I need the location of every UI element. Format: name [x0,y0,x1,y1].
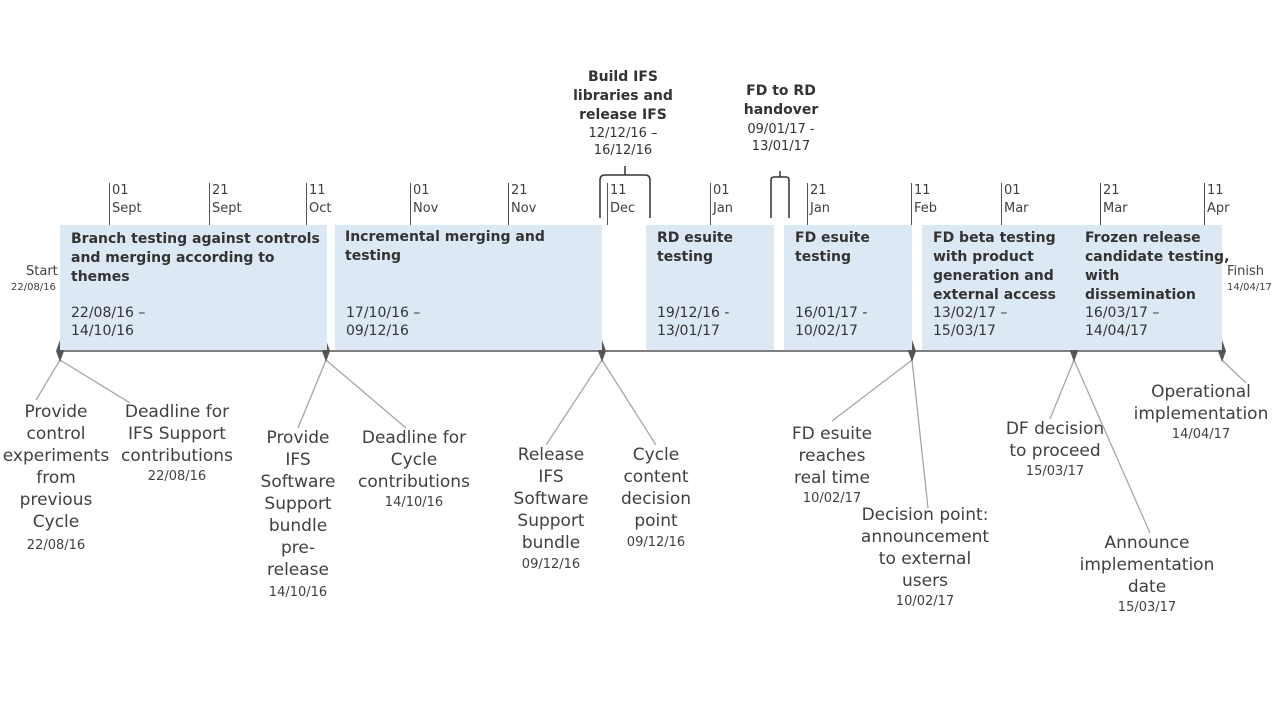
phase-title: FD beta testing with product generation … [933,230,1056,303]
bracket-build-ifs [599,166,651,218]
finish-label: Finish [1227,264,1265,279]
tick-month: Mar [1004,201,1029,216]
phase-dates: 16/03/17 – 14/04/17 [1085,305,1160,339]
milestone-date: 14/10/16 [268,585,328,600]
phase-dates: 13/02/17 – 15/03/17 [933,305,1008,339]
tick-month: Nov [413,201,439,216]
top-event-title: FD to RD handover [743,83,819,118]
milestone-name: Deadline for IFS Support contributions [121,402,233,466]
milestone-date: 22/08/16 [147,469,207,484]
phase-dates: 22/08/16 – 14/10/16 [71,305,146,339]
milestone-name: Operational implementation [1133,382,1269,424]
tick-day: 11 [914,183,931,198]
tick-month: Dec [610,201,636,216]
phase-title: RD esuite testing [657,230,734,265]
milestone-date: 09/12/16 [626,535,686,550]
phase-dates: 17/10/16 – 09/12/16 [346,305,421,339]
tick-month: Sept [212,201,242,216]
tick-day: 11 [309,183,326,198]
tick-mark [306,183,307,225]
milestone-name: DF decision to proceed [1005,419,1105,461]
milestone-date: 10/02/17 [895,594,955,609]
start-date: 22/08/16 [11,282,56,293]
milestone-name: Announce implementation date [1079,533,1215,597]
tick-day: 21 [810,183,827,198]
milestone-name: Decision point: announcement to external… [860,505,990,591]
tick-month: Oct [309,201,332,216]
phase-title: Incremental merging and testing [345,229,545,264]
phase-bar-branch-testing [60,225,327,350]
milestone-name: Deadline for Cycle contributions [358,428,470,492]
milestone-date: 09/12/16 [521,557,581,572]
tick-day: 11 [610,183,627,198]
phase-bar-incremental-merging [335,225,602,350]
tick-mark [209,183,210,225]
tick-mark [911,183,912,225]
milestone-name: FD esuite reaches real time [791,424,873,488]
tick-month: Jan [713,201,734,216]
start-label: Start [26,264,58,279]
phase-bar-frozen-release [1074,225,1222,350]
tick-day: 21 [1103,183,1120,198]
tick-mark [508,183,509,225]
tick-day: 01 [112,183,129,198]
tick-day: 21 [212,183,229,198]
phase-title: FD esuite testing [795,230,870,265]
tick-mark [1204,183,1205,225]
phase-bar-rd-esuite [646,225,774,350]
tick-month: Sept [112,201,142,216]
tick-day: 01 [713,183,730,198]
top-event-dates: 09/01/17 - 13/01/17 [747,122,815,154]
milestone-date: 15/03/17 [1025,464,1085,479]
milestone-date: 10/02/17 [802,491,862,506]
phase-title: Frozen release candidate testing, with d… [1085,230,1230,303]
phase-bar-fd-esuite [784,225,912,350]
milestone-name: Provide control experiments from previou… [2,402,110,532]
tick-month: Nov [511,201,537,216]
tick-mark [607,183,608,225]
tick-mark [807,183,808,225]
milestone-name: Release IFS Software Support bundle [513,445,589,553]
tick-month: Mar [1103,201,1128,216]
milestone-name: Cycle content decision point [620,445,692,531]
milestone-date: 22/08/16 [26,538,86,553]
milestone-date: 14/10/16 [384,495,444,510]
milestone-date: 14/04/17 [1171,427,1231,442]
tick-mark [1100,183,1101,225]
phase-dates: 19/12/16 - 13/01/17 [657,305,730,339]
tick-mark [1001,183,1002,225]
leader-lines [35,359,1247,534]
milestone-date: 15/03/17 [1117,600,1177,615]
tick-month: Apr [1207,201,1230,216]
top-event-dates: 12/12/16 – 16/12/16 [588,126,658,158]
tick-day: 11 [1207,183,1224,198]
tick-day: 01 [413,183,430,198]
tick-day: 21 [511,183,528,198]
tick-month: Jan [810,201,831,216]
tick-day: 01 [1004,183,1021,198]
tick-month: Feb [914,201,938,216]
tick-mark [410,183,411,225]
tick-mark [109,183,110,225]
top-event-title: Build IFS libraries and release IFS [573,69,673,123]
phase-dates: 16/01/17 - 10/02/17 [795,305,868,339]
bracket-fd-rd-handover [770,171,790,218]
tick-mark [710,183,711,225]
milestone-name: Provide IFS Software Support bundle pre-… [260,428,336,580]
finish-date: 14/04/17 [1227,282,1272,293]
phase-title: Branch testing against controls and merg… [71,231,320,285]
phase-bar-fd-beta [922,225,1074,350]
